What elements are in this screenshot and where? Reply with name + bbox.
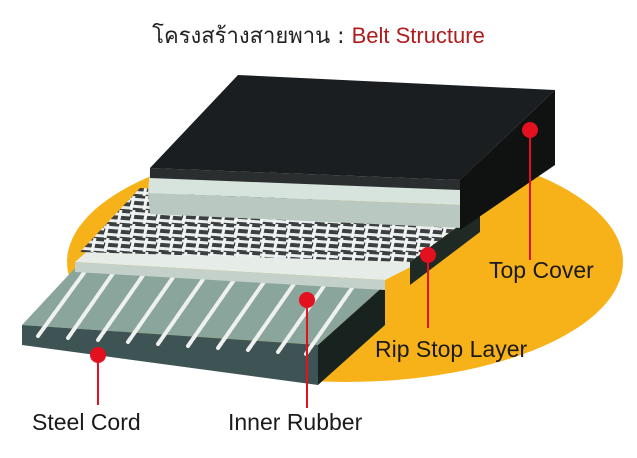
label-rip-stop-layer: Rip Stop Layer [375, 336, 528, 362]
rip-stop-marker [420, 247, 436, 263]
base-layer-side [318, 285, 385, 385]
cover-rubber-front [148, 193, 462, 228]
label-steel-cord: Steel Cord [32, 409, 141, 435]
label-inner-rubber: Inner Rubber [228, 409, 363, 435]
inner-rubber-marker [299, 292, 315, 308]
steel-cords [36, 268, 354, 356]
steel-cord-marker [90, 347, 106, 363]
inner-rubber-front [75, 262, 385, 290]
top-cover-front [150, 168, 460, 190]
diagram-title: โครงสร้างสายพาน : Belt Structure [0, 18, 637, 53]
title-thai: โครงสร้างสายพาน : [152, 24, 352, 49]
top-cover-top [150, 75, 555, 180]
label-top-cover: Top Cover [489, 257, 594, 283]
top-cover-marker [522, 122, 538, 138]
title-english: Belt Structure [351, 23, 485, 48]
leader-lines [97, 130, 531, 408]
